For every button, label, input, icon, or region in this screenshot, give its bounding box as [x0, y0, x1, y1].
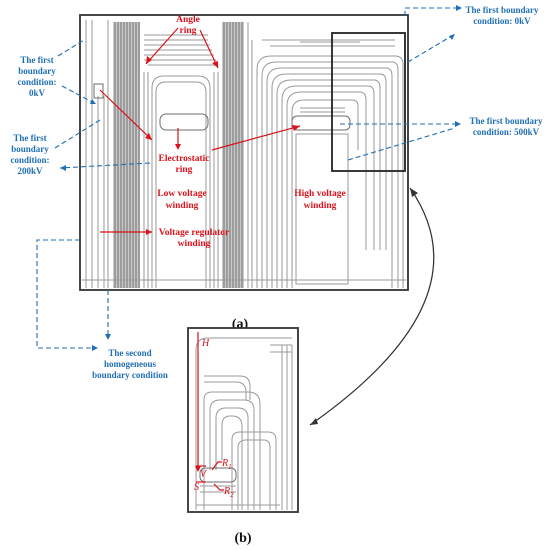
zoom-link-arrow	[309, 187, 435, 426]
zoom-region-box	[331, 32, 406, 172]
boundary-annotations: The first boundary condition: 0kV The fi…	[10, 5, 543, 380]
boundary-left-200kv-label-4: 200kV	[17, 166, 43, 176]
left-small-conductor	[93, 83, 104, 99]
second-boundary-label: The second	[108, 348, 151, 358]
low-voltage-winding-label: Low voltage	[157, 189, 206, 199]
symbol-r1: R1	[221, 458, 232, 471]
angle-ring-label-2: ring	[180, 26, 197, 36]
symbol-v: V	[200, 469, 208, 480]
boundary-left-0kv-label-3: condition:	[17, 77, 56, 87]
angle-ring-label: Angle	[176, 15, 200, 25]
boundary-right-500kv-label-2: condition: 500kV	[473, 127, 540, 137]
regulator-winding-block	[113, 22, 140, 288]
boundary-top-right-label-2: condition: 0kV	[473, 16, 531, 26]
second-boundary-label-3: boundary condition	[92, 370, 168, 380]
high-voltage-winding-label: High voltage	[294, 189, 345, 199]
boundary-left-200kv-label-2: boundary	[11, 144, 49, 154]
symbol-s: S	[194, 482, 199, 493]
red-arrows	[99, 27, 301, 235]
regulator-winding-label: Voltage regulator	[159, 228, 230, 238]
low-voltage-winding-block	[143, 72, 219, 288]
boundary-left-0kv-label-2: boundary	[18, 66, 56, 76]
boundary-left-0kv-label-4: 0kV	[29, 88, 46, 98]
panel-b-caption: (b)	[234, 531, 251, 546]
panel-a-red-labels: Angle ring Electrostatic ring Low voltag…	[157, 15, 345, 249]
panel-a: Angle ring Electrostatic ring Low voltag…	[79, 14, 409, 332]
panel-b-frame	[187, 327, 299, 513]
angle-ring-plates	[144, 34, 218, 66]
boundary-right-500kv-label: The first boundary	[469, 116, 543, 126]
regulator-winding-label-2: winding	[178, 239, 211, 249]
boundary-left-0kv-label: The first	[20, 55, 53, 65]
electrostatic-ring-label-2: ring	[176, 165, 193, 175]
high-voltage-winding-label-2: winding	[304, 201, 337, 211]
panel-b-windings	[195, 337, 293, 510]
hv-dense-block	[222, 22, 253, 288]
hv-electrostatic-ring	[291, 115, 351, 131]
low-voltage-winding-label-2: winding	[166, 201, 199, 211]
left-leads	[85, 20, 109, 288]
electrostatic-ring-shape	[159, 113, 209, 131]
second-boundary-label-2: homogeneous	[104, 359, 157, 369]
panel-b-electrostatic-ring	[199, 467, 237, 483]
boundary-top-right-label: The first boundary	[465, 5, 539, 15]
symbol-r2: R2	[223, 486, 234, 499]
boundary-left-200kv-label: The first	[13, 133, 46, 143]
panel-b: H V S R1 R2 (b)	[187, 327, 299, 546]
boundary-left-200kv-label-3: condition:	[10, 155, 49, 165]
symbol-h: H	[201, 338, 210, 349]
electrostatic-ring-label: Electrostatic	[159, 154, 210, 164]
